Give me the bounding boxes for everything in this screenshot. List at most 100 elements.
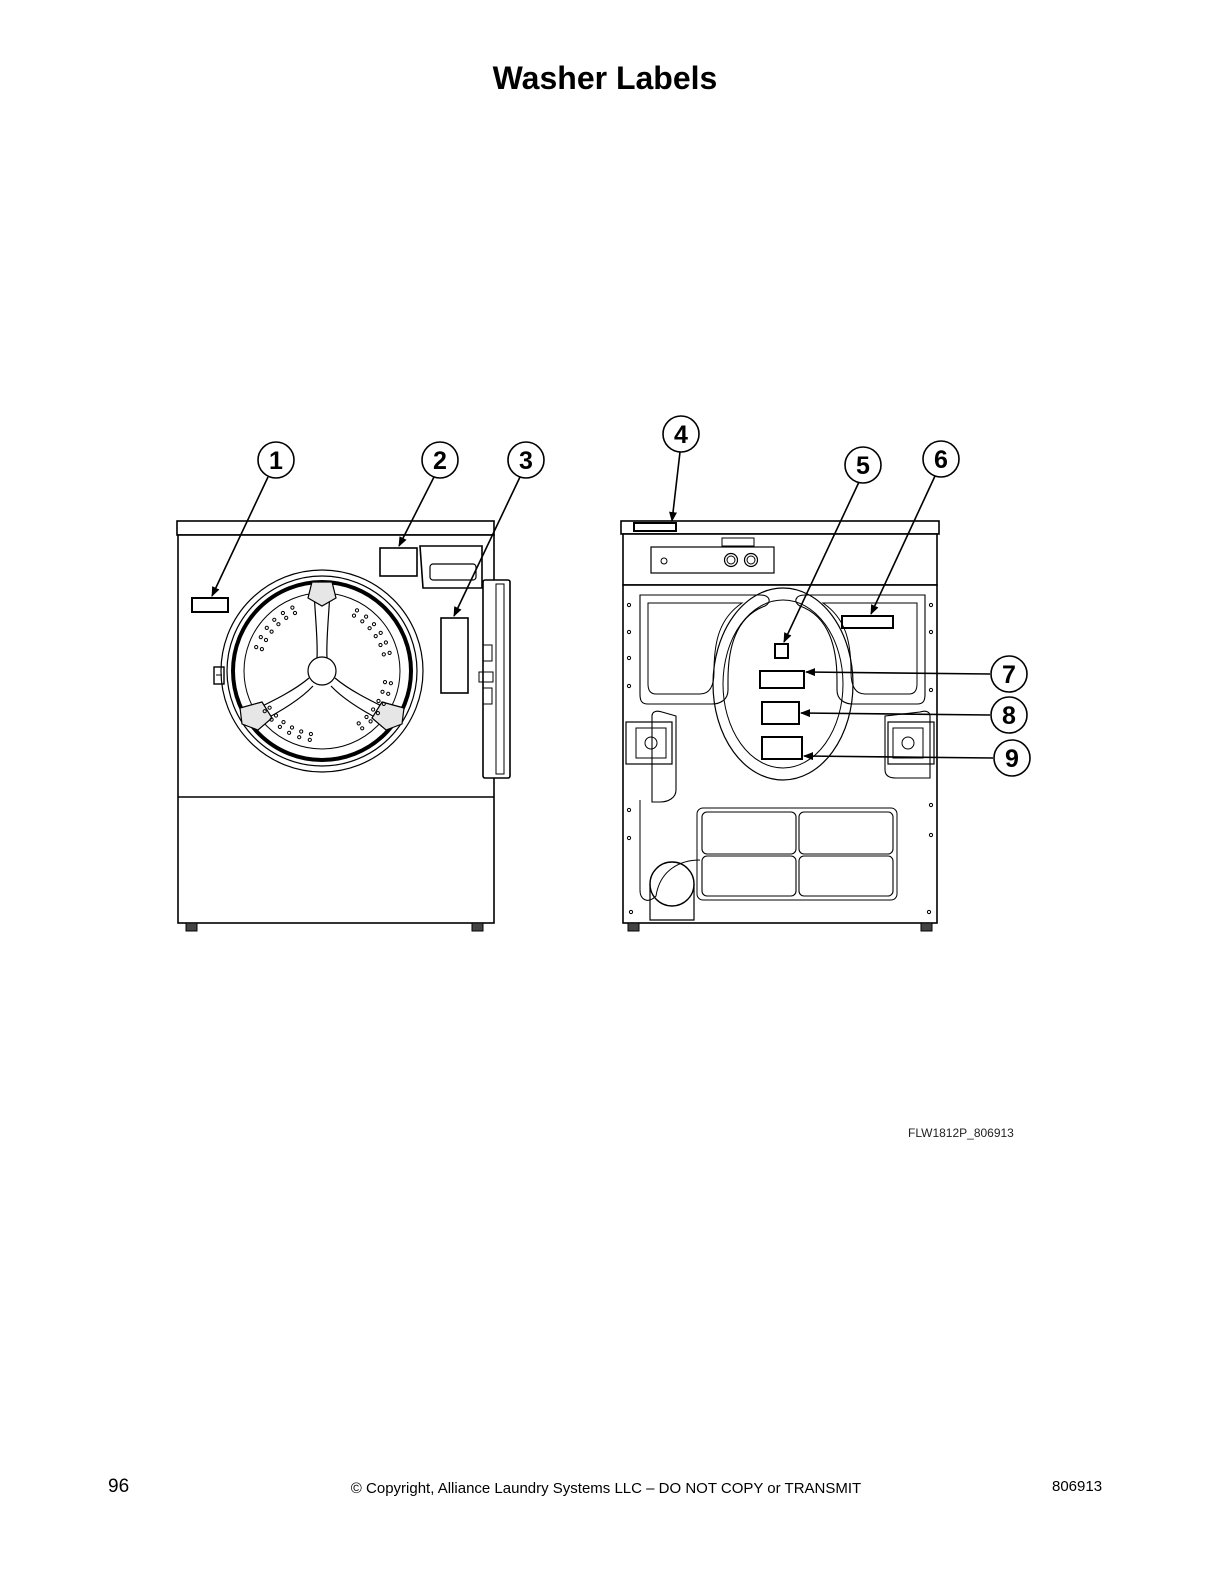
label-8-rear xyxy=(761,701,800,725)
drum-holes xyxy=(254,605,393,743)
drum-hole xyxy=(371,622,377,627)
drum-hole xyxy=(254,645,259,650)
drum-hole xyxy=(383,640,388,645)
footer-copyright: © Copyright, Alliance Laundry Systems LL… xyxy=(350,1480,862,1497)
svg-text:3: 3 xyxy=(519,447,533,475)
washer-rear-view xyxy=(620,520,940,932)
screw-dot xyxy=(626,602,632,608)
screw-dot xyxy=(626,629,632,635)
label-6-rear-top xyxy=(841,615,894,629)
callout-3: 3 xyxy=(507,441,545,479)
screw-dot xyxy=(928,629,934,635)
svg-text:4: 4 xyxy=(674,421,688,449)
drum-hole xyxy=(364,614,369,619)
label-5-small-rear xyxy=(774,643,789,659)
rear-panel-screws xyxy=(626,602,934,915)
drum-hole xyxy=(381,652,386,657)
svg-text:7: 7 xyxy=(1002,661,1016,689)
screw-dot xyxy=(928,602,934,608)
drum-hole xyxy=(367,626,372,631)
drum-hole xyxy=(277,724,282,730)
callout-7: 7 xyxy=(990,655,1028,693)
screw-dot xyxy=(626,655,632,661)
drum-hole xyxy=(289,725,295,730)
callout-bubbles: 1 2 3 4 5 6 7 8 xyxy=(257,415,1031,777)
drum-hole xyxy=(263,637,269,643)
drum-hole xyxy=(376,698,381,704)
drum-hole xyxy=(297,735,302,740)
drum-hole xyxy=(273,713,279,718)
drum-hole xyxy=(381,701,386,707)
drum-hole xyxy=(368,719,373,724)
svg-text:9: 9 xyxy=(1005,745,1019,773)
drum-hole xyxy=(269,629,274,634)
drum-hole xyxy=(388,681,393,686)
page-title: Washer Labels xyxy=(492,60,718,96)
label-7-rear xyxy=(759,670,805,689)
drum-hole xyxy=(281,720,286,725)
callout-9: 9 xyxy=(993,739,1031,777)
arrow-3 xyxy=(453,476,521,617)
drum-hole xyxy=(373,634,378,639)
screw-dot xyxy=(628,909,634,915)
svg-text:2: 2 xyxy=(433,447,447,475)
callout-8: 8 xyxy=(990,696,1028,734)
drum-hole xyxy=(386,691,391,696)
drum-hole xyxy=(287,730,292,735)
washer-front-view xyxy=(176,520,511,932)
drum-hole xyxy=(378,642,383,648)
arrow-5 xyxy=(783,481,860,643)
label-3-door-side xyxy=(440,617,469,694)
drum-hole xyxy=(284,615,289,621)
footer-document-number: 806913 xyxy=(1052,1478,1103,1495)
footer-page-number: 96 xyxy=(108,1476,130,1497)
drum-hole xyxy=(382,680,388,685)
drum-hole xyxy=(378,630,383,636)
figure-code: FLW1812P_806913 xyxy=(908,1126,1014,1140)
screw-dot xyxy=(926,909,932,915)
arrow-2 xyxy=(398,476,435,547)
arrow-1 xyxy=(211,476,269,597)
arrow-7 xyxy=(805,668,991,677)
drum-hole xyxy=(258,635,263,640)
drum-hole xyxy=(262,709,267,714)
drum-hole xyxy=(276,622,281,627)
screw-dot xyxy=(626,683,632,689)
arrow-8 xyxy=(800,709,991,718)
drum-hole xyxy=(364,714,369,720)
drum-hole xyxy=(387,650,392,656)
svg-text:6: 6 xyxy=(934,446,948,474)
label-1-front-panel xyxy=(191,597,229,613)
drum-hole xyxy=(360,619,365,624)
callout-6: 6 xyxy=(922,440,960,478)
callout-4: 4 xyxy=(662,415,700,453)
drum-hole xyxy=(292,610,298,616)
screw-dot xyxy=(928,832,934,838)
drum-hole xyxy=(299,729,304,734)
screw-dot xyxy=(626,807,632,813)
callout-1: 1 xyxy=(257,441,295,479)
drum-hole xyxy=(280,610,285,616)
drum-hole xyxy=(360,726,365,731)
drum-hole xyxy=(259,647,264,652)
svg-text:8: 8 xyxy=(1002,702,1016,730)
screw-dot xyxy=(928,802,934,808)
drum-hole xyxy=(267,705,272,710)
screw-dot xyxy=(626,835,632,841)
callout-2: 2 xyxy=(421,441,459,479)
drum-hole xyxy=(354,608,360,613)
drum-hole xyxy=(351,613,357,618)
arrow-4 xyxy=(669,451,681,522)
label-2-top-front xyxy=(379,547,418,577)
label-9-rear xyxy=(761,736,803,760)
drum-hole xyxy=(375,711,380,716)
drum-hole xyxy=(380,689,385,694)
drum-hole xyxy=(356,721,361,726)
leader-arrows xyxy=(211,451,994,761)
callout-5: 5 xyxy=(844,446,882,484)
drum-hole xyxy=(272,617,277,622)
drum-hole xyxy=(264,625,269,631)
drum-hole xyxy=(308,731,313,737)
drum-hole xyxy=(307,737,312,743)
